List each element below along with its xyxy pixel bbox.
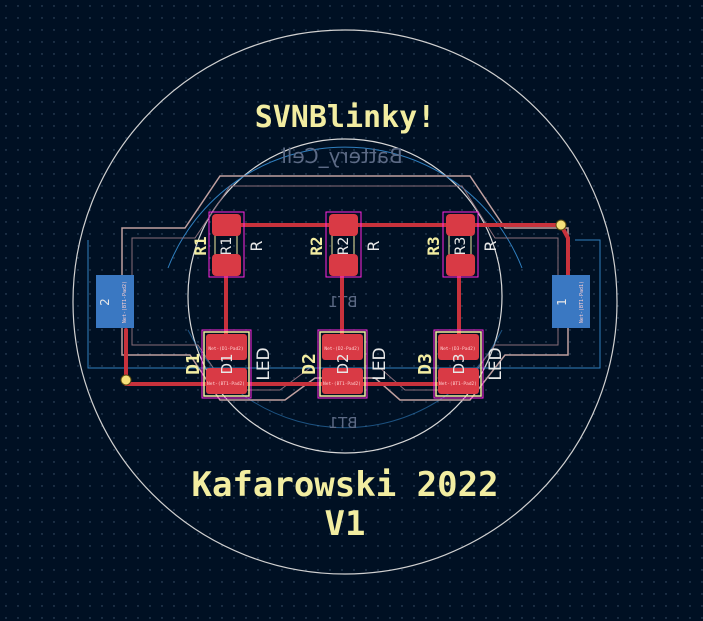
battery-courtyard-arc bbox=[167, 146, 523, 269]
battery-pad-1[interactable]: 1 Net-(BT1-Pad1) bbox=[552, 275, 590, 328]
svg-text:Battery_Cell: Battery_Cell bbox=[281, 144, 402, 168]
svg-text:BT1: BT1 bbox=[329, 414, 358, 432]
via-left bbox=[120, 374, 132, 386]
resistor-courtyard bbox=[208, 211, 245, 278]
led-courtyard bbox=[317, 329, 368, 399]
led-d3[interactable]: Net-(D3-Pad2) Net-(BT1-Pad2) D3 D3 LED bbox=[415, 329, 506, 399]
resistor-ref-silk: R1 bbox=[191, 236, 210, 255]
led-silk-outline bbox=[203, 331, 250, 397]
resistor-ref-silk: R2 bbox=[307, 236, 326, 255]
resistor-pad-1[interactable] bbox=[212, 214, 241, 236]
led-ref-silk: D3 bbox=[415, 353, 436, 375]
board-author: Kafarowski 2022 bbox=[191, 465, 498, 505]
svg-text:2: 2 bbox=[98, 298, 112, 306]
svg-text:Net-(BT1-Pad1): Net-(BT1-Pad1) bbox=[579, 281, 585, 323]
board-version: V1 bbox=[325, 504, 366, 544]
led-pad2-net: Net-(D1-Pad2) bbox=[208, 346, 243, 352]
resistor-courtyard bbox=[325, 211, 362, 278]
led-ref-silk: D2 bbox=[299, 353, 320, 375]
resistor-ref-fab: R2 bbox=[336, 237, 352, 256]
led-value: LED bbox=[370, 347, 390, 380]
resistor-pad-1[interactable] bbox=[446, 214, 475, 236]
resistor-r1[interactable]: R1 R1 R bbox=[191, 211, 266, 278]
via-right bbox=[555, 219, 567, 231]
battery-holder-outline bbox=[187, 138, 503, 454]
led-pad2-net: Net-(D2-Pad2) bbox=[324, 346, 359, 352]
svg-text:1: 1 bbox=[555, 298, 569, 306]
svg-text:Net-(BT1-Pad2): Net-(BT1-Pad2) bbox=[122, 281, 128, 323]
resistor-value: R bbox=[481, 240, 500, 251]
resistor-pad-2[interactable] bbox=[212, 254, 241, 276]
led-d1[interactable]: Net-(D1-Pad2) Net-(BT1-Pad2) D1 D1 LED bbox=[183, 329, 274, 399]
led-pad-2[interactable] bbox=[438, 334, 479, 360]
resistor-ref-silk: R3 bbox=[424, 236, 443, 255]
resistor-value: R bbox=[247, 240, 266, 251]
led-pad-2[interactable] bbox=[206, 334, 247, 360]
led-pad-1[interactable] bbox=[322, 368, 363, 394]
led-value: LED bbox=[486, 347, 506, 380]
led-courtyard bbox=[433, 329, 484, 399]
led-pad-1[interactable] bbox=[206, 368, 247, 394]
led-pad1-net: Net-(BT1-Pad2) bbox=[207, 381, 245, 387]
resistor-r2[interactable]: R2 R2 R bbox=[307, 211, 383, 278]
resistor-r3[interactable]: R3 R3 R bbox=[424, 211, 500, 278]
battery-courtyard-outline bbox=[87, 239, 601, 369]
resistor-ref-fab: R1 bbox=[219, 237, 235, 256]
led-silk-outline bbox=[319, 331, 366, 397]
resistor-pad-1[interactable] bbox=[329, 214, 358, 236]
battery-ref-back-bottom: BT1 bbox=[329, 414, 358, 432]
battery-value-back-text: Battery_Cell bbox=[281, 144, 402, 168]
board-edge-outline bbox=[72, 29, 618, 575]
board-title: SVNBlinky! bbox=[255, 100, 436, 135]
led-value: LED bbox=[254, 347, 274, 380]
led-pad1-net: Net-(BT1-Pad2) bbox=[323, 381, 361, 387]
resistor-pad-2[interactable] bbox=[446, 254, 475, 276]
led-pad2-net: Net-(D3-Pad2) bbox=[440, 346, 475, 352]
led-pad1-net: Net-(BT1-Pad2) bbox=[439, 381, 477, 387]
led-ref-silk: D1 bbox=[183, 353, 204, 375]
led-silk-outline bbox=[435, 331, 482, 397]
led-courtyard bbox=[201, 329, 252, 399]
led-ref-fab: D2 bbox=[334, 353, 352, 374]
led-pad-2[interactable] bbox=[322, 334, 363, 360]
resistor-value: R bbox=[364, 240, 383, 251]
resistor-ref-fab: R3 bbox=[453, 237, 469, 256]
resistor-pad-2[interactable] bbox=[329, 254, 358, 276]
resistor-courtyard bbox=[442, 211, 479, 278]
led-ref-fab: D1 bbox=[218, 353, 236, 374]
led-ref-fab: D3 bbox=[450, 353, 468, 374]
battery-pad-2[interactable]: 2 Net-(BT1-Pad2) bbox=[96, 275, 134, 328]
led-d2[interactable]: Net-(D2-Pad2) Net-(BT1-Pad2) D2 D2 LED bbox=[299, 329, 390, 399]
led-pad-1[interactable] bbox=[438, 368, 479, 394]
